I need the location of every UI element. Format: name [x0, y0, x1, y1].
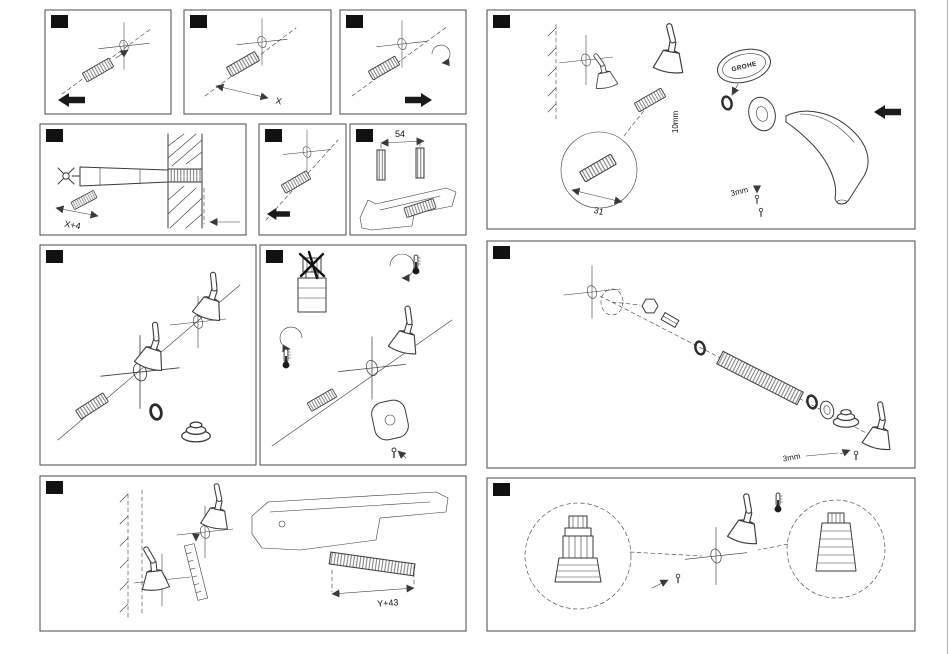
step-marker — [190, 15, 207, 28]
panel-6: 54 — [349, 123, 467, 236]
measuring-gauge — [184, 543, 208, 601]
spout — [785, 110, 869, 205]
washer — [819, 400, 835, 420]
cross-handle — [57, 167, 75, 185]
dimension-x4-label: X+4 — [64, 219, 82, 232]
panel-5 — [258, 123, 347, 236]
step-marker — [356, 129, 373, 142]
dimension-31-label: 31 — [593, 205, 605, 217]
step-marker — [493, 246, 510, 259]
grohe-sticker: GROHE — [717, 48, 771, 84]
wall-section — [547, 23, 557, 121]
panel-9 — [259, 244, 467, 466]
cartridge — [554, 515, 602, 583]
step-marker — [493, 15, 510, 28]
do-not-mark — [298, 250, 326, 280]
escutcheon — [371, 399, 409, 441]
extension-tube — [716, 350, 804, 406]
wall-section — [119, 489, 143, 621]
panel-3 — [339, 9, 467, 115]
hex-nut — [641, 298, 659, 314]
detail-circle: 31 — [560, 131, 638, 217]
escutcheon — [748, 96, 776, 132]
step-marker — [46, 481, 63, 494]
cartridge — [297, 250, 327, 313]
step-marker — [46, 129, 63, 142]
cartridge — [815, 512, 857, 572]
panel-11: Y+43 — [39, 475, 467, 632]
step-marker — [265, 129, 282, 142]
magnifier-circle — [786, 499, 886, 599]
rotate-arrow-icon — [279, 326, 303, 353]
panel-10: 3mm — [486, 240, 916, 469]
panel-2: X — [183, 9, 332, 115]
magnifier-circle — [524, 502, 632, 610]
threaded-rod — [376, 149, 386, 181]
valve-stem — [660, 312, 680, 328]
dimension-3mm-handle-label: 3mm — [782, 452, 801, 464]
wall-hole — [600, 288, 624, 316]
dimension-x-label: X — [275, 96, 283, 107]
panel-7: 10mm 31 GROHE 3mm — [486, 9, 916, 230]
panel-8 — [39, 244, 257, 466]
step-marker — [51, 15, 68, 28]
panel-12 — [486, 477, 916, 632]
panel-4: X+4 — [39, 123, 247, 236]
mounting-template — [251, 491, 449, 551]
panel-1 — [44, 9, 172, 115]
step-marker — [46, 250, 63, 263]
threaded-rod — [415, 147, 425, 179]
rotate-arrow-icon — [389, 253, 415, 282]
rotate-arrow-icon — [431, 44, 451, 67]
dimension-y43-label: Y+43 — [377, 597, 399, 608]
dimension-10mm-label: 10mm — [671, 111, 680, 134]
mounting-template — [359, 187, 457, 231]
step-marker — [266, 250, 283, 263]
step-marker — [346, 15, 363, 28]
step-marker — [493, 483, 510, 496]
faucet-body-side-view — [57, 166, 203, 187]
dimension-3mm-spout-label: 3mm — [730, 185, 750, 198]
dimension-54-label: 54 — [395, 129, 405, 139]
